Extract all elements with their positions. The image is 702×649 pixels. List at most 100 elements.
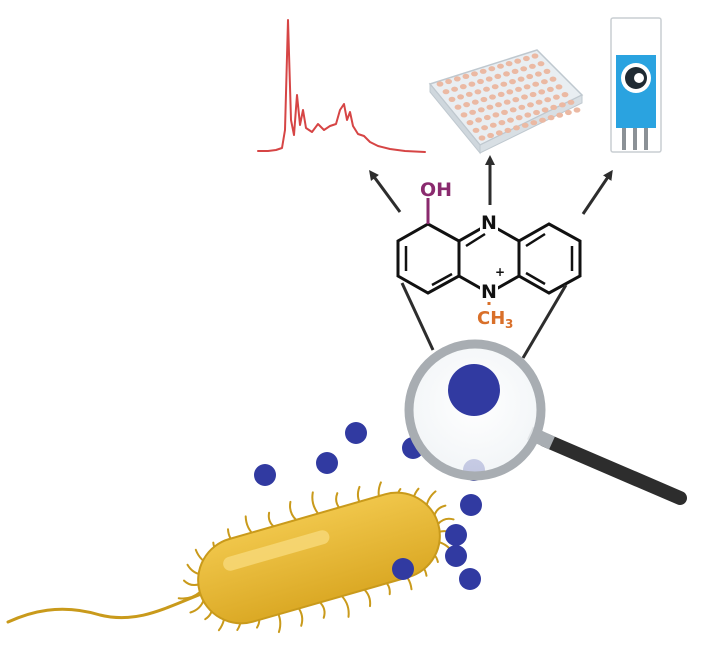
arrows xyxy=(369,155,613,215)
microplate-well xyxy=(541,79,548,85)
microplate-well xyxy=(472,127,480,133)
microplate-well xyxy=(535,71,542,77)
bacterium-pilus xyxy=(311,491,320,515)
molecule-dot xyxy=(445,545,467,567)
microplate-well xyxy=(504,127,512,133)
microplate-well xyxy=(531,53,539,59)
microplate-well xyxy=(478,135,486,141)
microplate-well xyxy=(512,97,520,103)
chromatogram-icon xyxy=(257,19,426,153)
microplate-well xyxy=(465,91,473,97)
pyocyanin-structure: OH N N + CH 3 xyxy=(396,179,582,331)
microplate-well xyxy=(513,125,520,131)
microplate-well xyxy=(550,104,558,110)
microplate-well xyxy=(529,91,537,98)
microplate-well xyxy=(541,107,549,113)
microplate-well xyxy=(471,99,479,105)
microplate-well xyxy=(509,79,516,85)
microplate-well xyxy=(561,92,569,98)
microplate-well xyxy=(489,122,497,128)
magnifier-handle xyxy=(538,433,687,505)
arrow-to-sensor xyxy=(581,169,613,215)
microplate-well xyxy=(567,99,575,105)
ring-nitrogen-top: N xyxy=(481,212,497,234)
microplate-well xyxy=(505,61,513,67)
microplate-well xyxy=(539,117,546,123)
microplate-well xyxy=(498,120,506,126)
microplate-well xyxy=(533,109,540,116)
ring-nitrogen-bottom: N xyxy=(481,281,497,303)
microplate-icon xyxy=(428,49,584,155)
microplate-well xyxy=(515,86,522,92)
microplate-well xyxy=(457,94,464,100)
microplate-well xyxy=(451,86,458,92)
microplate-well xyxy=(523,84,531,90)
microplate-well xyxy=(549,76,557,82)
microplate-well xyxy=(544,97,552,103)
double-bond xyxy=(431,272,453,287)
microplate-well xyxy=(468,81,476,87)
magnifying-glass-icon xyxy=(404,339,687,505)
microplate-well xyxy=(537,61,545,67)
microplate-well xyxy=(503,99,511,105)
methyl-subscript: 3 xyxy=(505,317,513,331)
sensor-contact-3 xyxy=(644,128,648,150)
microplate-well xyxy=(529,63,536,69)
bacterium-icon xyxy=(6,481,458,634)
microplate-well xyxy=(494,73,502,79)
microplate-well xyxy=(486,104,494,110)
microplate-well xyxy=(506,89,514,95)
microplate-well xyxy=(543,68,551,74)
molecule-dot xyxy=(460,494,482,516)
molecule-dot xyxy=(254,464,276,486)
bacterium-pilus xyxy=(189,598,205,614)
bacterium-pilus xyxy=(296,606,304,627)
microplate-well xyxy=(471,71,478,77)
microplate-well xyxy=(459,84,467,90)
microplate-well xyxy=(469,109,476,115)
microplate-well xyxy=(556,112,564,118)
hydroxyl-label: OH xyxy=(420,179,452,201)
microplate-well xyxy=(517,76,525,82)
arrow-to-chromatogram xyxy=(369,169,402,213)
microplate-well xyxy=(547,86,554,92)
microplate-well xyxy=(509,107,517,113)
microplate-well xyxy=(503,71,510,77)
microplate-well xyxy=(491,84,499,90)
right-benzene-ring xyxy=(517,222,582,295)
microplate-well xyxy=(527,102,534,108)
microplate-well xyxy=(477,78,484,85)
microplate-well xyxy=(524,112,532,118)
microplate-well xyxy=(521,94,528,100)
microplate-well xyxy=(488,66,496,72)
sensor-electrode-center xyxy=(634,73,644,83)
microplate-well xyxy=(555,84,563,90)
microplate-well xyxy=(532,81,540,87)
microplate-well xyxy=(515,115,523,121)
microplate-well xyxy=(500,81,508,87)
microplate-well xyxy=(460,112,468,118)
microplate-well xyxy=(445,78,452,85)
microplate-well xyxy=(442,89,450,95)
microplate-well xyxy=(479,68,487,74)
electrochemical-sensor-icon xyxy=(610,17,662,153)
bacterium-pilus xyxy=(437,517,455,525)
microplate-well xyxy=(501,109,508,115)
microplate-well xyxy=(538,89,546,95)
methyl-label: CH xyxy=(477,308,505,329)
microplate-well xyxy=(448,96,456,102)
bacterium-pilus xyxy=(362,587,372,608)
bacterium-highlight xyxy=(223,530,330,571)
microplate-well xyxy=(481,125,488,131)
microplate-well xyxy=(559,102,566,108)
double-bond xyxy=(525,271,546,286)
microplate-well xyxy=(462,73,470,79)
double-bond xyxy=(525,232,546,248)
microplate-well xyxy=(475,117,482,123)
microplate-well xyxy=(521,122,529,128)
molecule-dot xyxy=(392,558,414,580)
molecule-dot xyxy=(345,422,367,444)
microplate-well xyxy=(495,130,503,136)
microplate-well xyxy=(530,120,538,126)
